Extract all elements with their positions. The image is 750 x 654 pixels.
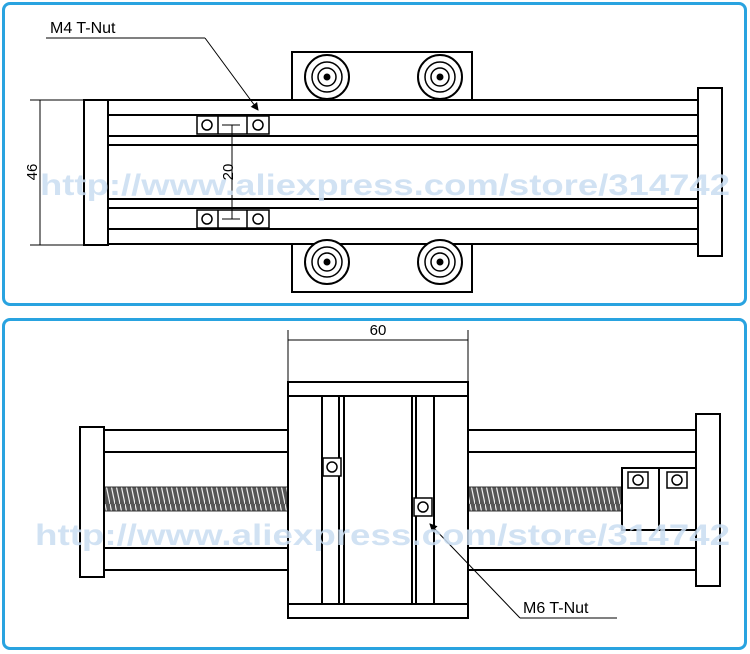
right-end-plate-side (695, 413, 721, 587)
wheel (417, 239, 463, 285)
dim-46 (30, 99, 84, 246)
watermark-top: http://www.aliexpress.com/store/314742 (40, 169, 730, 202)
dim-spacing-label: 20 (220, 164, 237, 181)
wheel (304, 239, 350, 285)
watermark-bottom: http://www.aliexpress.com/store/314742 (35, 519, 730, 552)
right-end-plate (697, 87, 723, 257)
left-end-plate-side (79, 426, 105, 578)
wheel (304, 54, 350, 100)
wheels (304, 54, 463, 285)
m4-callout-label: M4 T-Nut (50, 20, 116, 37)
dim-20 (222, 124, 240, 220)
left-end-plate (83, 99, 109, 246)
wheel (417, 54, 463, 100)
side-carriage (287, 381, 469, 619)
dim-60 (287, 330, 469, 382)
dim-width-label: 60 (370, 322, 387, 339)
dim-height-label: 46 (24, 164, 41, 181)
side-bolts (322, 457, 688, 517)
side-view (79, 381, 721, 619)
m6-callout-label: M6 T-Nut (523, 600, 589, 617)
